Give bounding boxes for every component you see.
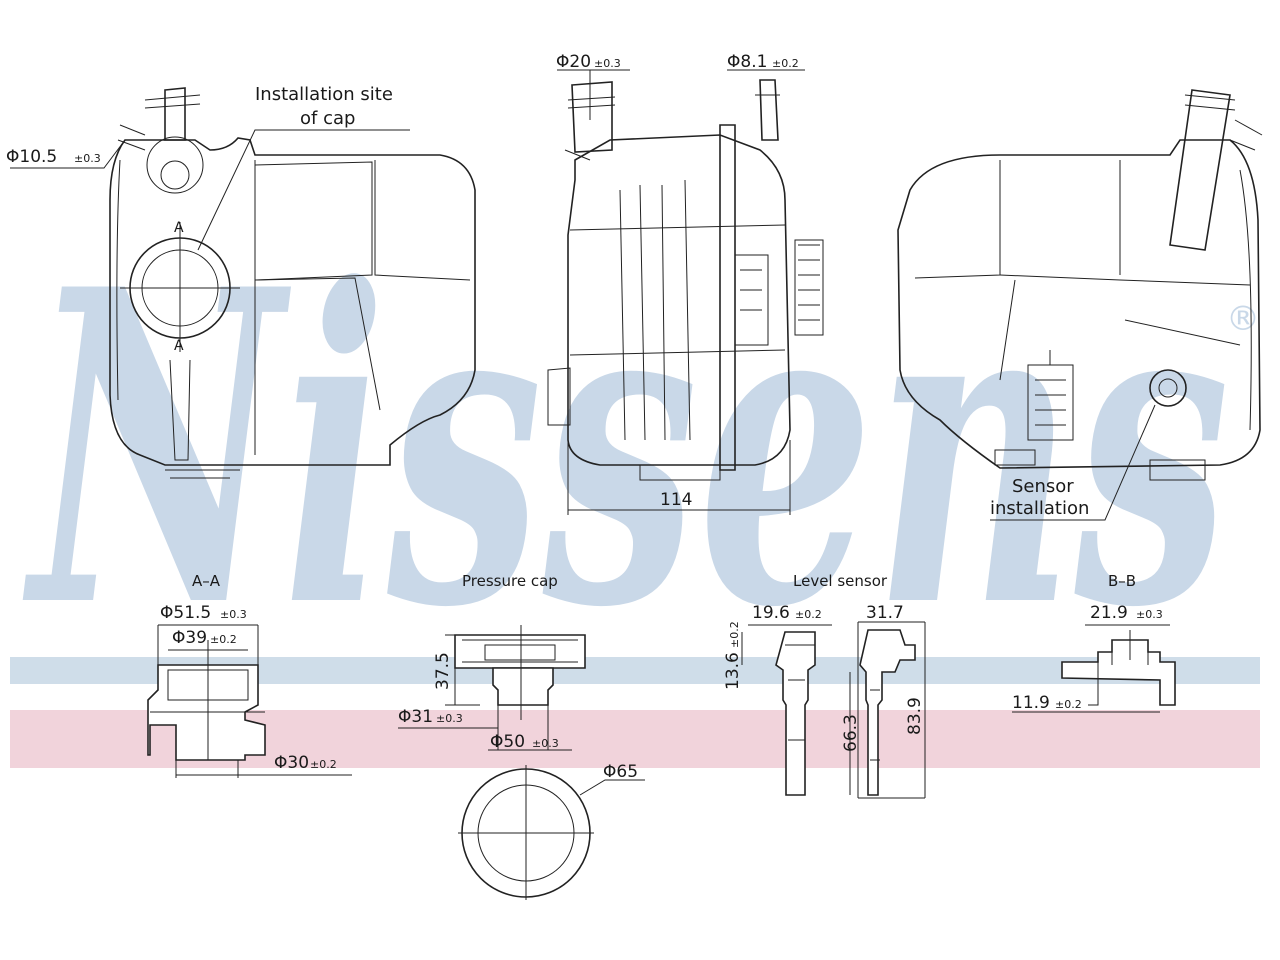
dim-aa-outer: Φ51.5 [160,603,211,623]
section-bb-title: B–B [1108,572,1136,590]
tank-left-view: A A Installation site of cap Φ10.5 ±0.3 [6,84,476,479]
dim-cap-height: 37.5 [433,652,453,690]
dim-sensor-probe-len: 66.3 [841,714,861,752]
dim-inlet: Φ20 [556,52,591,72]
level-sensor-title: Level sensor [793,572,888,590]
dim-aa-inner-tol: ±0.2 [310,758,337,771]
dim-cap-top: Φ65 [603,762,638,782]
dim-bb-top-tol: ±0.3 [1136,608,1163,621]
dim-sensor-head-h-tol: ±0.2 [728,621,741,648]
tank-side-view: 114 Φ20 ±0.3 Φ8.1 ±0.2 [547,52,824,515]
brand-watermark: Nissens [21,197,1230,702]
dim-cap-inner: Φ31 [398,707,433,727]
dim-bb-low-tol: ±0.2 [1055,698,1082,711]
dim-outlet-mid: Φ8.1 [727,52,767,72]
dim-outlet-left-tol: ±0.3 [74,152,101,165]
section-aa-detail: A–A Φ51.5 ±0.3 Φ39 ±0.2 Φ30 ±0.2 [147,572,352,778]
section-mark-top: A [174,220,184,236]
section-aa-title: A–A [192,572,221,590]
level-sensor-detail: Level sensor 19.6 ±0.2 13.6 ±0.2 31.7 66… [723,572,926,799]
dim-sensor-total-len: 83.9 [905,697,925,735]
callout-cap-site-line2: of cap [300,108,355,129]
dim-cap-outer-tol: ±0.3 [532,737,559,750]
dim-aa-mid-tol: ±0.2 [210,633,237,646]
dim-sensor-head-w: 19.6 [752,603,790,623]
dim-aa-inner: Φ30 [274,753,309,773]
pressure-cap-detail: Pressure cap 37.5 Φ31 ±0.3 Φ50 ±0.3 Φ65 [398,572,645,900]
dim-bb-low: 11.9 [1012,693,1050,713]
dim-aa-outer-tol: ±0.3 [220,608,247,621]
pressure-cap-title: Pressure cap [462,572,558,590]
dim-width-114: 114 [660,490,692,510]
dim-outlet-mid-tol: ±0.2 [772,57,799,70]
section-mark-bottom: A [174,338,184,354]
callout-sensor-line2: installation [990,498,1089,519]
dim-cap-outer: Φ50 [490,732,525,752]
dim-sensor-head-w-tol: ±0.2 [795,608,822,621]
dim-bb-top: 21.9 [1090,603,1128,623]
callout-sensor-line1: Sensor [1012,476,1074,497]
callout-cap-site-line1: Installation site [255,84,393,105]
dim-outlet-left: Φ10.5 [6,147,57,167]
section-bb-detail: B–B 21.9 ±0.3 11.9 ±0.2 [1012,572,1176,713]
registered-mark: ® [1226,299,1260,339]
dim-cap-inner-tol: ±0.3 [436,712,463,725]
dim-sensor-side-w: 31.7 [866,603,904,623]
dim-sensor-head-h: 13.6 [723,652,743,690]
dim-inlet-tol: ±0.3 [594,57,621,70]
tank-right-view: Sensor installation [897,89,1263,521]
dim-aa-mid: Φ39 [172,628,207,648]
